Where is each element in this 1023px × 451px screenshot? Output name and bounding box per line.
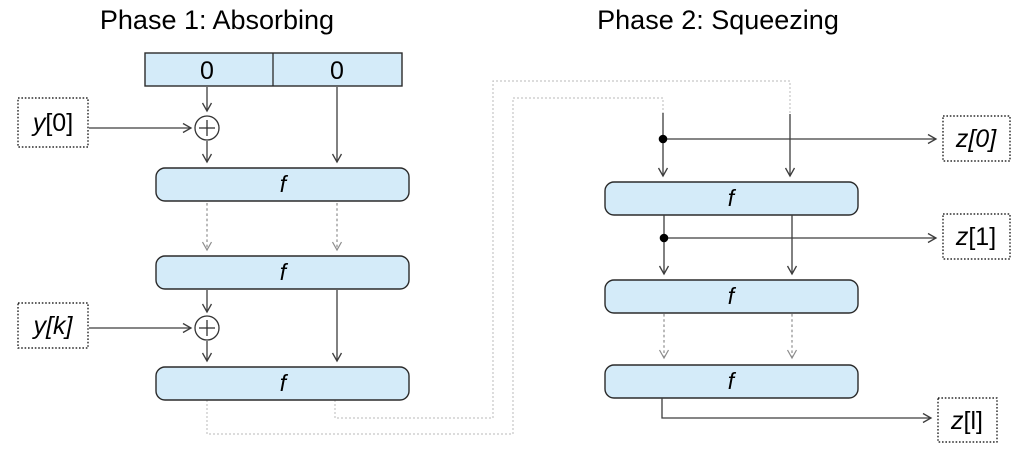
phase2-f-box-1 bbox=[604, 181, 859, 216]
input-y0-var: y bbox=[31, 109, 47, 137]
state-cell-left-label: 0 bbox=[200, 57, 214, 85]
output-zl-var: z bbox=[950, 407, 964, 435]
phase2-title: Phase 2: Squeezing bbox=[597, 5, 839, 35]
phase1-f-box-1 bbox=[155, 167, 410, 202]
junction-dot-z0 bbox=[658, 134, 668, 144]
phase1-title: Phase 1: Absorbing bbox=[100, 5, 334, 35]
phase1-f-box-2 bbox=[155, 255, 410, 290]
feedback-path-left-output bbox=[206, 97, 664, 435]
input-box-y0 bbox=[17, 97, 89, 148]
phase2-f-label-3: f bbox=[728, 368, 737, 394]
input-yk-var: y bbox=[32, 312, 48, 340]
input-label-yk: y[k] bbox=[32, 312, 74, 340]
phase1-f-label-3: f bbox=[280, 370, 289, 396]
phase1-f-label-2: f bbox=[280, 259, 289, 285]
phase2-f-box-3 bbox=[604, 364, 859, 399]
xor2-icon bbox=[194, 315, 220, 341]
phase1-f-label-1: f bbox=[280, 171, 289, 197]
output-box-zl bbox=[937, 397, 998, 443]
feedback-paths bbox=[206, 80, 791, 435]
input-yk-index: [k] bbox=[45, 312, 73, 340]
phase2-f-box-2 bbox=[604, 279, 859, 314]
input-box-yk bbox=[17, 302, 89, 349]
input-label-y0: y[0] bbox=[31, 109, 73, 137]
output-box-z1 bbox=[942, 213, 1011, 260]
junction-dot-z1 bbox=[659, 233, 669, 243]
output-z1-var: z bbox=[955, 223, 969, 251]
output-z1-index: [1] bbox=[968, 223, 996, 251]
phase1-f-box-3 bbox=[155, 366, 410, 401]
output-box-z0 bbox=[942, 115, 1011, 162]
output-label-z0: z[0] bbox=[955, 125, 997, 153]
input-y0-index: [0] bbox=[45, 109, 73, 137]
xor1-icon bbox=[194, 115, 220, 141]
output-label-zl: z[l] bbox=[950, 407, 983, 435]
phase2-group: Phase 2: Squeezing z[0] f z[1] f f z[l] bbox=[597, 5, 1011, 443]
state-cell-right-label: 0 bbox=[330, 57, 344, 85]
arrow-to-zl bbox=[661, 398, 933, 424]
output-zl-index: [l] bbox=[964, 407, 983, 435]
feedback-path-right-output bbox=[334, 80, 791, 419]
output-z0-var: z bbox=[955, 125, 969, 153]
output-z0-index: [0] bbox=[967, 125, 997, 153]
output-label-z1: z[1] bbox=[955, 223, 996, 251]
phase1-group: Phase 1: Absorbing 0 0 y[0] f f bbox=[17, 5, 410, 401]
phase2-f-label-2: f bbox=[728, 283, 737, 309]
phase2-f-label-1: f bbox=[728, 185, 737, 211]
